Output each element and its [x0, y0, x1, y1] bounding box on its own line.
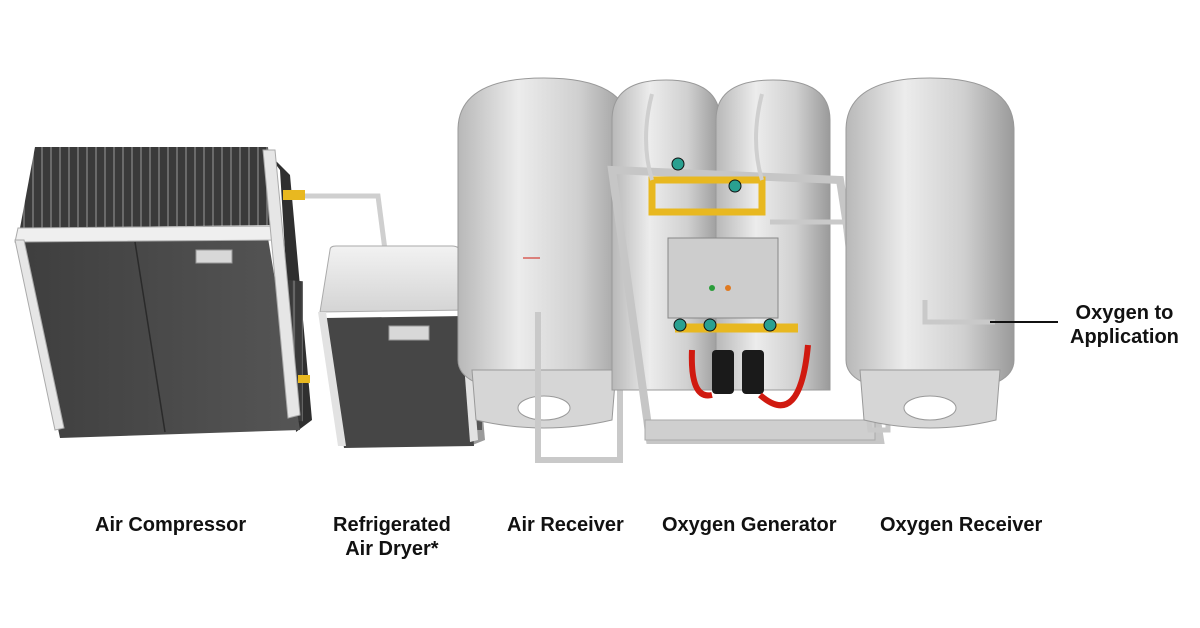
compressor-front [18, 238, 300, 438]
generator-upper-manifold [648, 176, 766, 216]
generator-hose-left [688, 349, 713, 399]
dryer-trim-left [318, 312, 346, 446]
compressor-door-seam [134, 241, 166, 433]
generator-control-box [667, 237, 779, 319]
label-refrigerated-air-dryer: Refrigerated Air Dryer* [333, 514, 451, 560]
air-receiver-tank [457, 77, 631, 393]
generator-valve-upper-1 [671, 157, 685, 171]
compressor-outlet-valve [283, 190, 305, 200]
generator-hose-right [758, 344, 811, 409]
label-air-receiver: Air Receiver [507, 514, 624, 536]
oxygen-receiver-skirt-hole [903, 395, 957, 421]
compressor-drain-valve [298, 375, 310, 383]
label-oxygen-to-application: Oxygen to Application [1070, 302, 1179, 348]
dryer-display-panel [388, 325, 430, 341]
compressor-trim-left [14, 239, 65, 431]
oxygen-receiver-illustration [845, 77, 1015, 429]
compressor-trim-right [262, 149, 301, 419]
oxygen-receiver-outlet-pipe [922, 300, 995, 325]
air-compressor-illustration [14, 147, 312, 438]
label-oxygen-generator: Oxygen Generator [662, 514, 837, 536]
air-receiver-skirt-hole [517, 395, 571, 421]
dryer-front [325, 316, 474, 448]
pipe-compressor-to-dryer [305, 193, 388, 251]
generator-tank-left [611, 79, 721, 391]
generator-valve-lower-1 [673, 318, 687, 332]
generator-valve-lower-3 [763, 318, 777, 332]
label-air-compressor: Air Compressor [95, 514, 247, 536]
generator-indicator-green [709, 285, 715, 291]
generator-valve-upper-2 [728, 179, 742, 193]
generator-indicator-orange [725, 285, 731, 291]
compressor-top [20, 147, 275, 228]
oxygen-receiver-tank [845, 77, 1015, 393]
label-oxygen-receiver: Oxygen Receiver [880, 514, 1043, 536]
generator-valve-lower-2 [703, 318, 717, 332]
compressor-trim-top [14, 225, 281, 243]
generator-tank-right [715, 79, 831, 391]
dryer-top [319, 245, 471, 313]
generator-filter-2 [742, 350, 764, 394]
generator-base [644, 419, 876, 441]
generator-feed-pipe-right [754, 93, 764, 181]
compressor-display-panel [195, 249, 233, 264]
generator-feed-pipe-left [644, 93, 654, 181]
generator-filter-1 [712, 350, 734, 394]
air-receiver-illustration [457, 77, 660, 463]
